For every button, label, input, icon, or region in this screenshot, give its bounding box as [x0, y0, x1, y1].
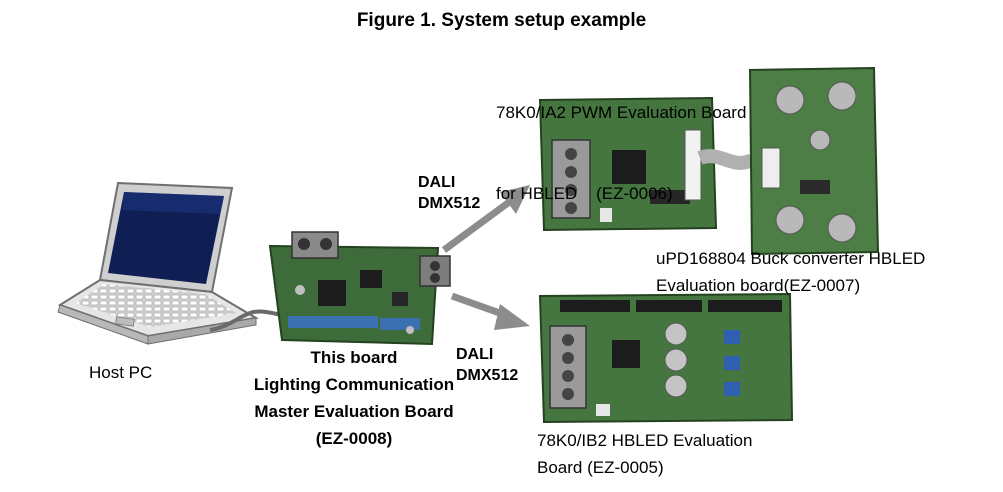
lower-link-dali: DALI: [456, 346, 494, 363]
this-board-line-4: (EZ-0008): [315, 429, 393, 448]
this-board-line-1: This board: [310, 348, 398, 367]
pwm-board-caption: 78K0/IA2 PWM Evaluation Board for HBLED …: [496, 45, 746, 234]
lower-link-protocols: DALI DMX512: [456, 344, 518, 386]
buck-board-line-1: uPD168804 Buck converter HBLED: [656, 249, 926, 268]
pwm-board-line-2: for HBLED (EZ-0006): [496, 184, 673, 203]
this-board-caption: This board Lighting Communication Master…: [226, 344, 482, 452]
upper-arrow: [441, 185, 530, 253]
ib2-board: [538, 292, 794, 424]
pwm-board: [538, 96, 718, 232]
ib2-board-line-2: Board (EZ-0005): [537, 458, 664, 477]
this-board-line-2: Lighting Communication: [253, 375, 455, 394]
pwm-board-line-1: 78K0/IA2 PWM Evaluation Board: [496, 103, 747, 122]
ib2-board-line-1: 78K0/IB2 HBLED Evaluation: [537, 431, 753, 450]
buck-board-caption: uPD168804 Buck converter HBLED Evaluatio…: [656, 245, 925, 299]
upper-link-dali: DALI: [418, 174, 456, 191]
lighting-master-board: [268, 231, 451, 346]
ib2-board-caption: 78K0/IB2 HBLED Evaluation Board (EZ-0005…: [537, 427, 752, 481]
buck-board-line-2: Evaluation board(EZ-0007): [656, 276, 861, 295]
figure-title: Figure 1. System setup example: [356, 10, 647, 31]
laptop-illustration: [57, 181, 259, 345]
upper-link-protocols: DALI DMX512: [418, 172, 480, 214]
host-pc-label: Host PC: [89, 363, 153, 382]
buck-converter-board: [748, 66, 880, 256]
this-board-line-3: Master Evaluation Board: [254, 402, 454, 421]
upper-link-dmx512: DMX512: [418, 195, 481, 212]
lower-arrow: [450, 292, 530, 330]
lower-link-dmx512: DMX512: [456, 367, 519, 384]
